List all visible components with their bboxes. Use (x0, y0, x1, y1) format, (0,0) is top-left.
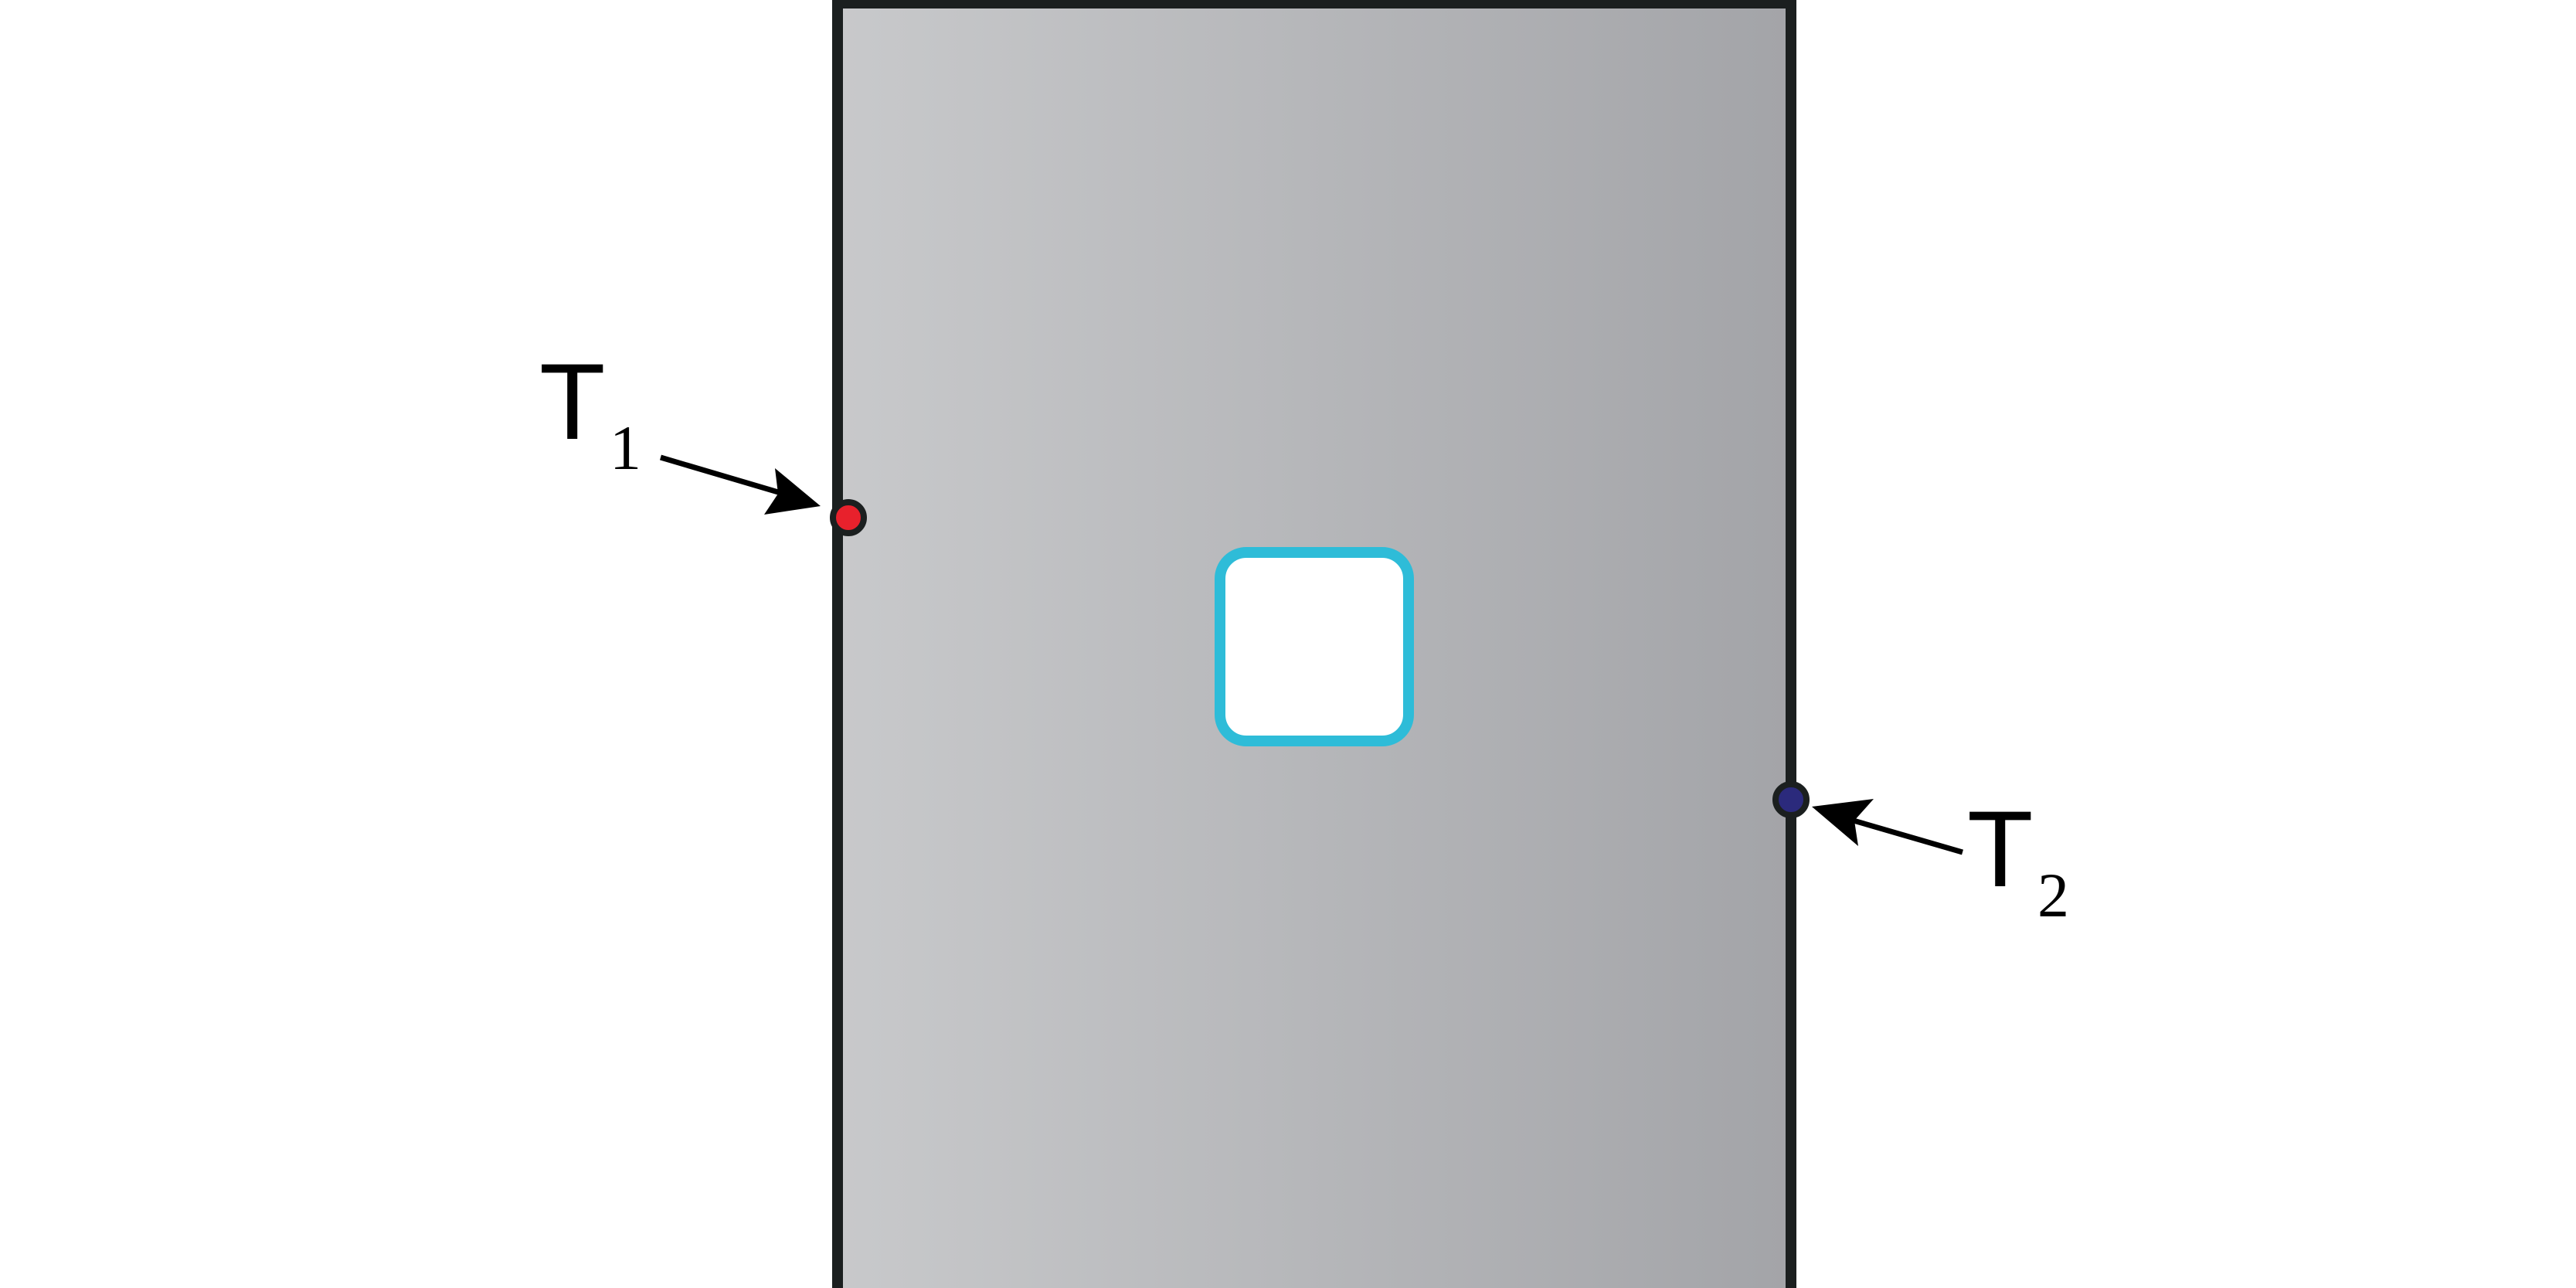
label-t1-main: T (539, 341, 606, 462)
arrow-left (660, 454, 821, 515)
label-t2-main: T (1967, 788, 2034, 909)
temperature-point-t2 (1772, 781, 1810, 818)
label-t1: T 1 (539, 341, 641, 483)
central-window (1215, 547, 1414, 746)
label-t2: T 2 (1967, 788, 2069, 930)
temperature-point-t1 (830, 499, 867, 536)
label-t2-subscript: 2 (2037, 860, 2069, 930)
label-t1-subscript: 1 (610, 413, 641, 483)
arrow-right (1812, 799, 1963, 855)
